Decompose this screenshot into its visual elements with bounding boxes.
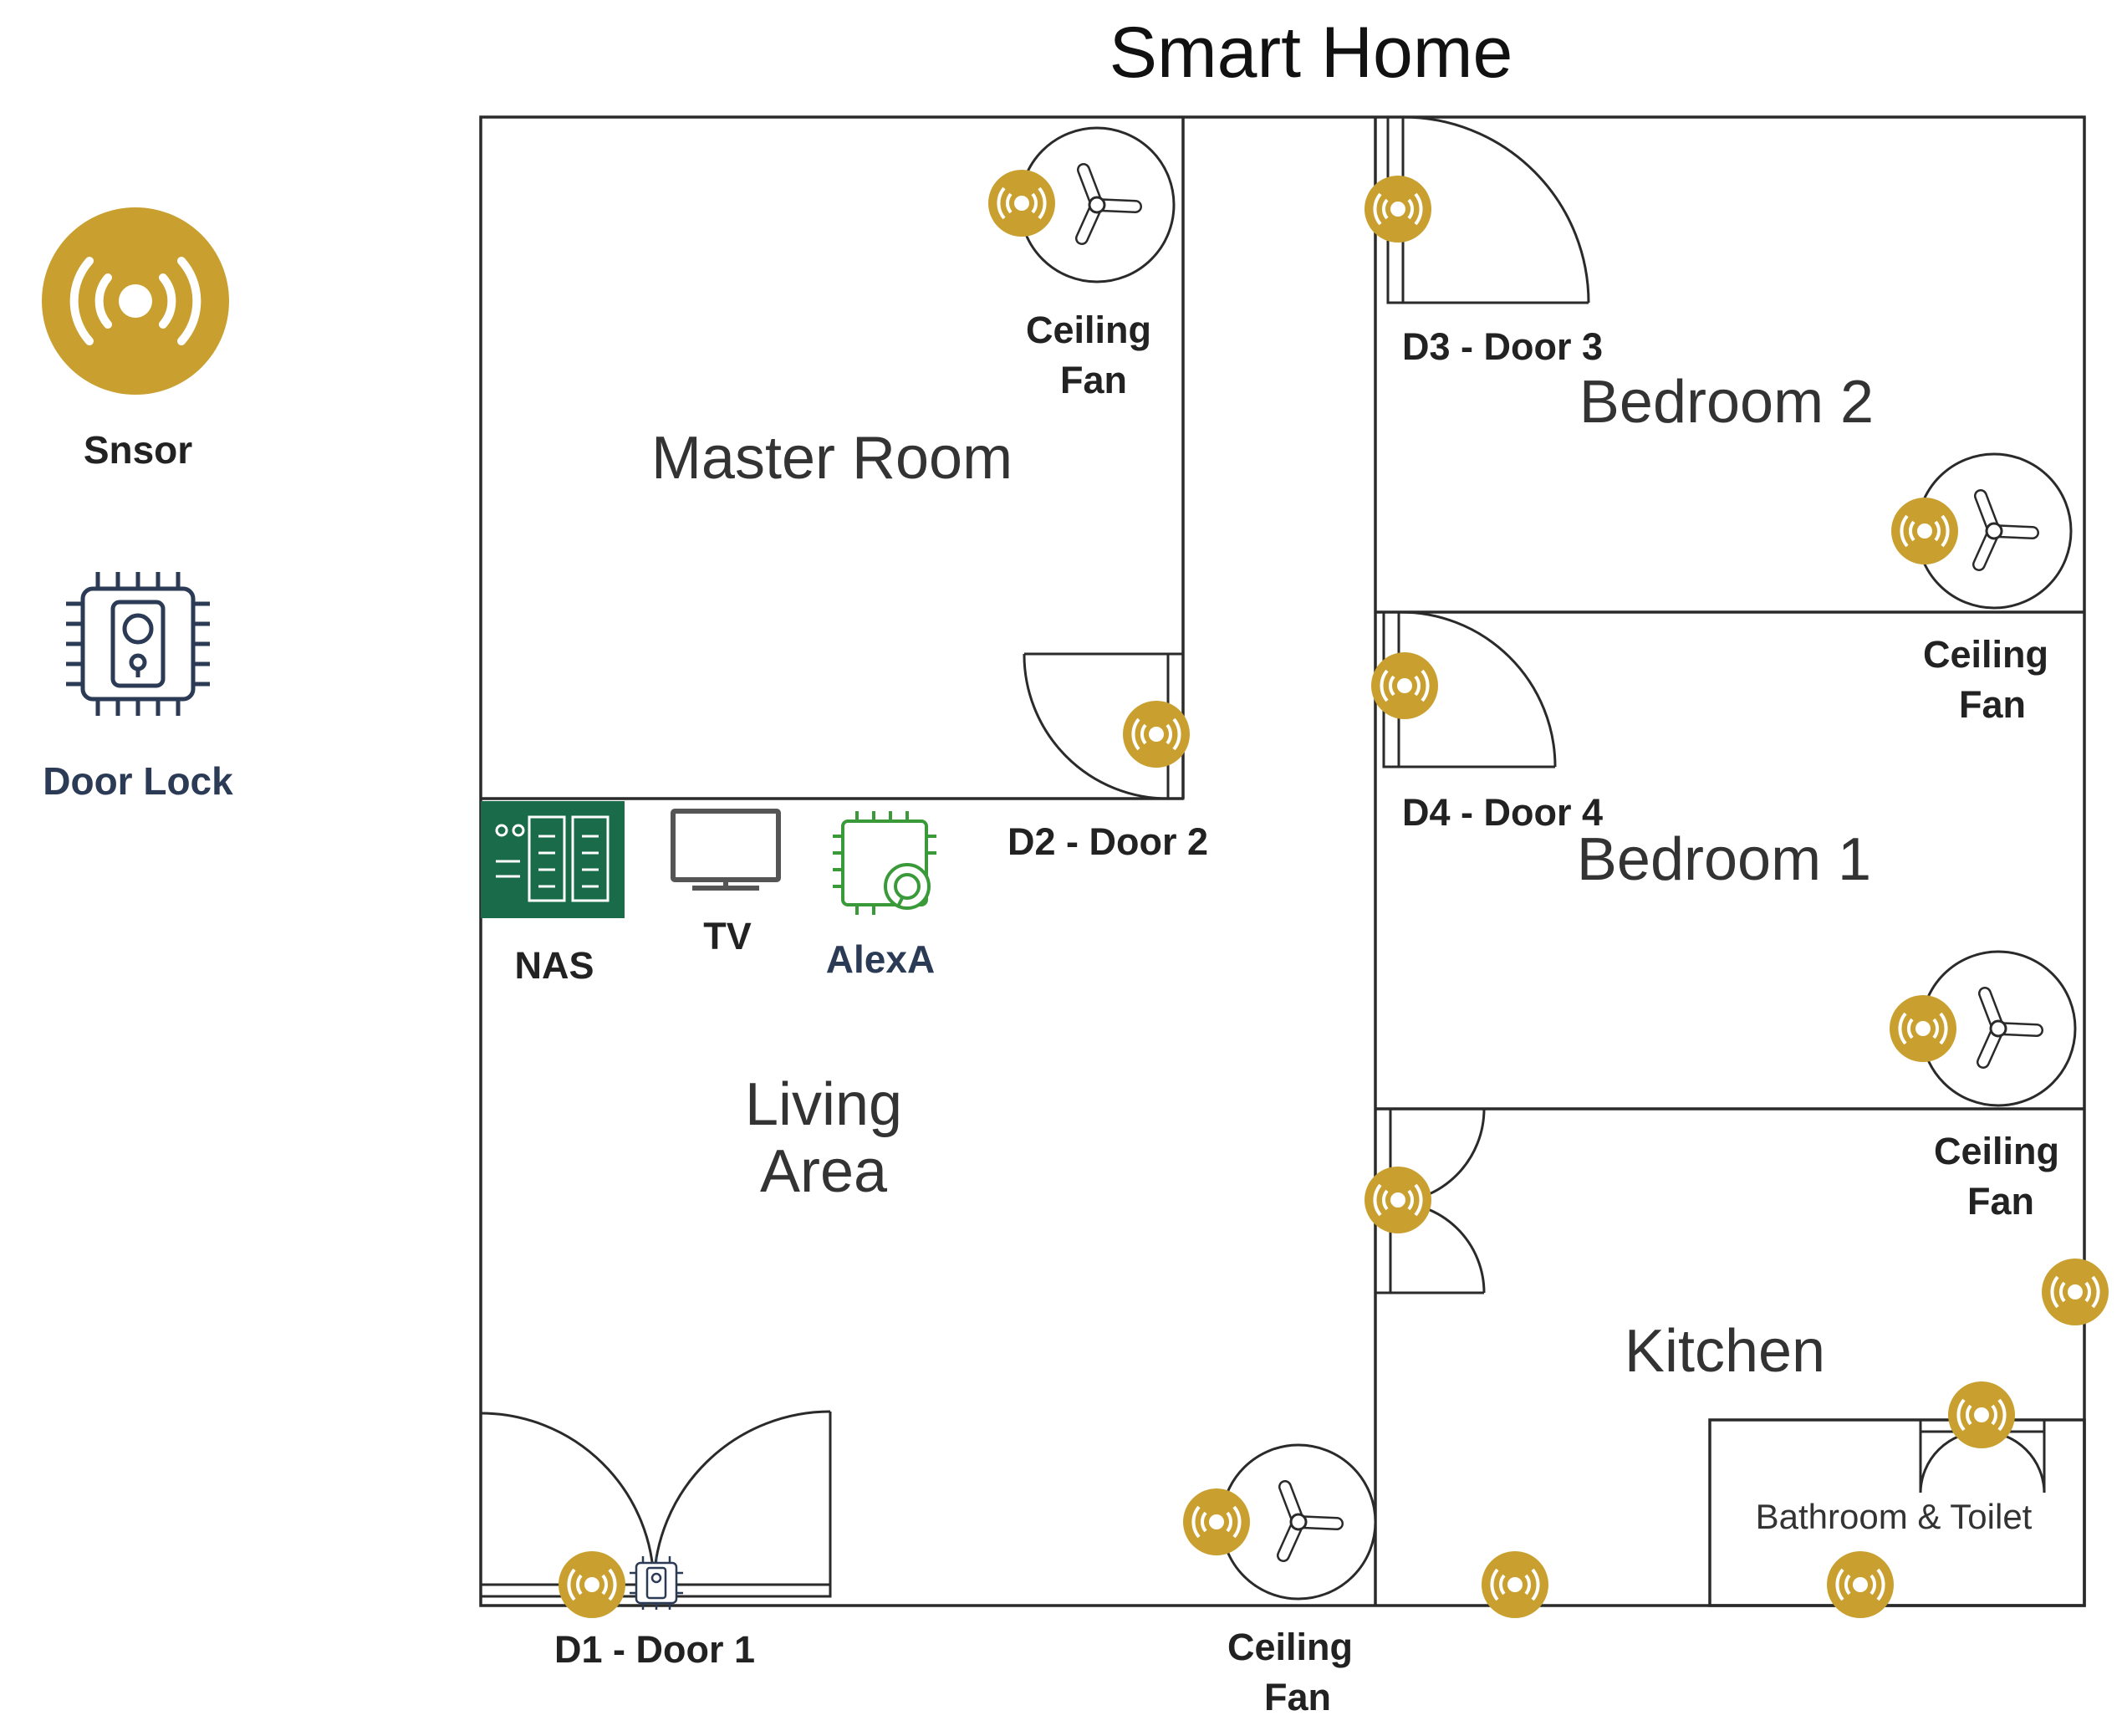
sensor-icon[interactable] bbox=[1181, 1487, 1252, 1557]
room-label-bathroom: Bathroom & Toilet bbox=[1756, 1497, 2033, 1536]
fan-label-master: Ceiling bbox=[1026, 309, 1151, 351]
room-label-master: Master Room bbox=[651, 425, 1013, 492]
fan-label-master-2: Fan bbox=[1060, 359, 1127, 401]
door-label-d4: D4 - Door 4 bbox=[1402, 791, 1603, 834]
sensor-icon[interactable] bbox=[1825, 1550, 1895, 1620]
diagram-title: Smart Home bbox=[1109, 13, 1513, 93]
fan-label-bedroom1-2: Fan bbox=[1967, 1180, 2034, 1223]
alexa-chip-icon[interactable] bbox=[833, 811, 936, 915]
room-label-living: Living bbox=[745, 1071, 902, 1138]
door-label-d2: D2 - Door 2 bbox=[1007, 820, 1208, 863]
sensor-icon[interactable] bbox=[1890, 496, 1960, 566]
tv-label: TV bbox=[703, 915, 752, 957]
sensor-icon[interactable] bbox=[1370, 651, 1440, 721]
sensor-icon[interactable] bbox=[1363, 174, 1433, 244]
sensor-icon[interactable] bbox=[1888, 993, 1958, 1064]
room-label-bedroom2: Bedroom 2 bbox=[1579, 369, 1874, 436]
legend-sensor-label: Snsor bbox=[84, 428, 192, 472]
sensor-icon[interactable] bbox=[557, 1550, 627, 1620]
sensor-icon[interactable] bbox=[1363, 1165, 1433, 1235]
sensor-icon[interactable] bbox=[2040, 1257, 2110, 1327]
fan-label-living-2: Fan bbox=[1264, 1676, 1331, 1718]
nas-label: NAS bbox=[514, 944, 594, 987]
alexa-label: AlexA bbox=[826, 937, 935, 981]
sensor-icon[interactable] bbox=[1946, 1380, 2017, 1450]
nas-icon[interactable] bbox=[481, 801, 625, 918]
door-label-d1: D1 - Door 1 bbox=[554, 1628, 755, 1671]
fan-label-living: Ceiling bbox=[1227, 1626, 1353, 1668]
legend: Snsor Door Lock bbox=[42, 207, 233, 803]
legend-door-lock-icon bbox=[66, 572, 210, 716]
sensor-icon[interactable] bbox=[1480, 1550, 1550, 1620]
room-label-kitchen: Kitchen bbox=[1625, 1318, 1825, 1385]
room-label-living-2: Area bbox=[760, 1138, 888, 1205]
legend-door-lock-label: Door Lock bbox=[43, 759, 233, 803]
fan-label-bedroom2: Ceiling bbox=[1923, 633, 2048, 676]
sensor-icon[interactable] bbox=[987, 168, 1057, 238]
legend-sensor-icon bbox=[42, 207, 229, 395]
sensor-icon[interactable] bbox=[1121, 699, 1191, 769]
door-lock-icon[interactable] bbox=[630, 1556, 683, 1610]
room-label-bedroom1: Bedroom 1 bbox=[1577, 826, 1871, 893]
tv-icon[interactable] bbox=[671, 809, 781, 891]
door-label-d3: D3 - Door 3 bbox=[1402, 325, 1603, 368]
fan-label-bedroom2-2: Fan bbox=[1959, 683, 2026, 726]
fan-label-bedroom1: Ceiling bbox=[1934, 1130, 2059, 1172]
